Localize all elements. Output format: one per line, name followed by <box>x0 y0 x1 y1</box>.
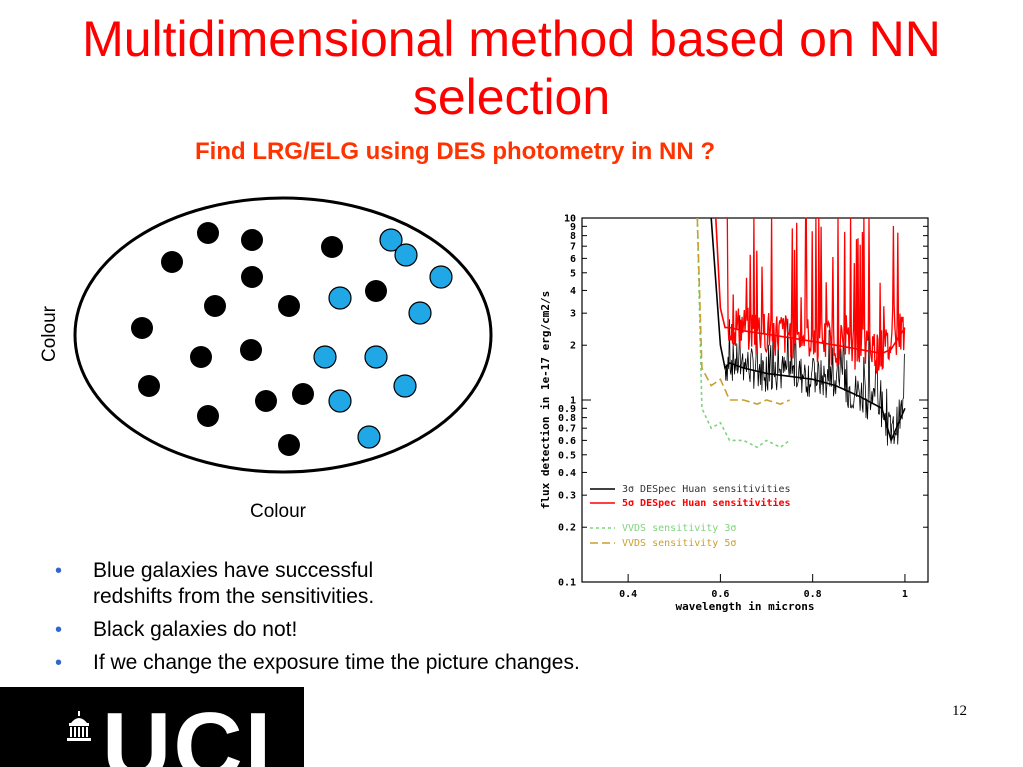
black-galaxy-point <box>292 383 314 405</box>
portico-dome-icon <box>67 711 91 741</box>
y-tick-label: 2 <box>570 341 576 352</box>
y-tick-label: 3 <box>570 309 576 320</box>
ucl-logo: UCL <box>0 687 304 767</box>
ucl-wordmark: UCL <box>102 693 304 767</box>
scatter-x-label: Colour <box>250 501 306 522</box>
y-tick-label: 0.5 <box>558 450 576 461</box>
legend-label: 3σ DESpec Huan sensitivities <box>622 484 791 495</box>
black-galaxy-point <box>190 346 212 368</box>
blue-galaxy-point <box>313 345 337 369</box>
black-galaxy-point <box>278 434 300 456</box>
noise-trace <box>724 315 905 446</box>
black-galaxy-point <box>241 266 263 288</box>
x-tick-label: 0.6 <box>711 589 729 600</box>
blue-galaxy-point <box>393 374 417 398</box>
black-galaxy-point <box>240 339 262 361</box>
black-galaxy-point <box>197 222 219 244</box>
black-galaxy-point <box>161 251 183 273</box>
page-number: 12 <box>952 703 967 719</box>
y-tick-label: 7 <box>570 242 576 253</box>
blue-galaxy-point <box>364 345 388 369</box>
black-galaxy-point <box>241 229 263 251</box>
legend-label: VVDS sensitivity 3σ <box>622 523 736 534</box>
y-tick-label: 0.8 <box>558 413 576 424</box>
black-galaxy-point <box>365 280 387 302</box>
legend-label: 5σ DESpec Huan sensitivities <box>622 497 791 509</box>
selection-ellipse <box>73 196 493 474</box>
legend-label: VVDS sensitivity 5σ <box>622 538 736 549</box>
scatter-y-label: Colour <box>39 306 60 362</box>
x-tick-label: 0.8 <box>804 589 822 600</box>
scatter-y-axis-label: Colour <box>20 300 80 370</box>
y-tick-label: 8 <box>570 231 576 242</box>
bullet-list: • Blue galaxies have successful redshifts… <box>55 558 775 683</box>
y-tick-label: 0.1 <box>558 578 576 589</box>
y-tick-label: 10 <box>564 214 576 225</box>
blue-galaxy-point <box>328 389 352 413</box>
bullet-icon: • <box>55 652 63 674</box>
y-tick-label: 1 <box>570 396 576 407</box>
galaxy-points <box>131 222 453 456</box>
y-tick-label: 0.2 <box>558 523 576 534</box>
x-tick-label: 1 <box>902 589 908 600</box>
series-line <box>710 217 906 443</box>
bullet-icon: • <box>55 560 63 582</box>
x-ticks: 0.4 0.6 0.8 1 <box>619 574 908 600</box>
bullet-text: If we change the exposure time the pictu… <box>93 651 580 674</box>
y-tick-label: 5 <box>570 268 576 279</box>
y-tick-label: 0.7 <box>558 424 576 435</box>
black-galaxy-point <box>321 236 343 258</box>
x-axis-label: wavelength in microns <box>675 600 814 613</box>
y-tick-label: 0.9 <box>558 404 576 415</box>
y-tick-label: 0.3 <box>558 491 576 502</box>
noise-trace <box>726 217 906 374</box>
bullet-text: Black galaxies do not! <box>93 618 298 641</box>
y-tick-label: 4 <box>570 286 576 297</box>
black-galaxy-point <box>278 295 300 317</box>
slide-subtitle: Find LRG/ELG using DES photometry in NN … <box>195 138 715 165</box>
black-galaxy-point <box>138 375 160 397</box>
black-galaxy-point <box>131 317 153 339</box>
series-line <box>715 217 906 355</box>
bullet-item: • If we change the exposure time the pict… <box>55 650 775 676</box>
black-galaxy-point <box>204 295 226 317</box>
bullet-item: • Blue galaxies have successful redshifts… <box>55 558 775 610</box>
y-axis-label: flux detection in 1e-17 erg/cm2/s <box>539 291 552 510</box>
y-tick-label: 6 <box>570 254 576 265</box>
blue-galaxy-point <box>379 228 403 252</box>
y-tick-label: 0.4 <box>558 468 576 479</box>
series-line <box>696 217 790 405</box>
black-galaxy-point <box>197 405 219 427</box>
blue-galaxy-point <box>357 425 381 449</box>
blue-galaxy-point <box>328 286 352 310</box>
y-tick-label: 0.6 <box>558 436 576 447</box>
colour-colour-diagram <box>73 196 493 474</box>
black-galaxy-point <box>255 390 277 412</box>
x-tick-label: 0.4 <box>619 589 637 600</box>
blue-galaxy-point <box>394 243 418 267</box>
y-tick-label: 9 <box>570 222 576 233</box>
series-lines <box>696 217 906 449</box>
bullet-icon: • <box>55 619 63 641</box>
blue-galaxy-point <box>408 301 432 325</box>
bullet-item: • Black galaxies do not! <box>55 617 775 643</box>
chart-legend: 3σ DESpec Huan sensitivities 5σ DESpec Hu… <box>590 484 791 549</box>
slide-title: Multidimensional method based on NN sele… <box>82 11 941 125</box>
blue-galaxy-point <box>429 265 453 289</box>
noise-spikes <box>724 217 906 446</box>
bullet-text: Blue galaxies have successful redshifts … <box>93 559 375 608</box>
